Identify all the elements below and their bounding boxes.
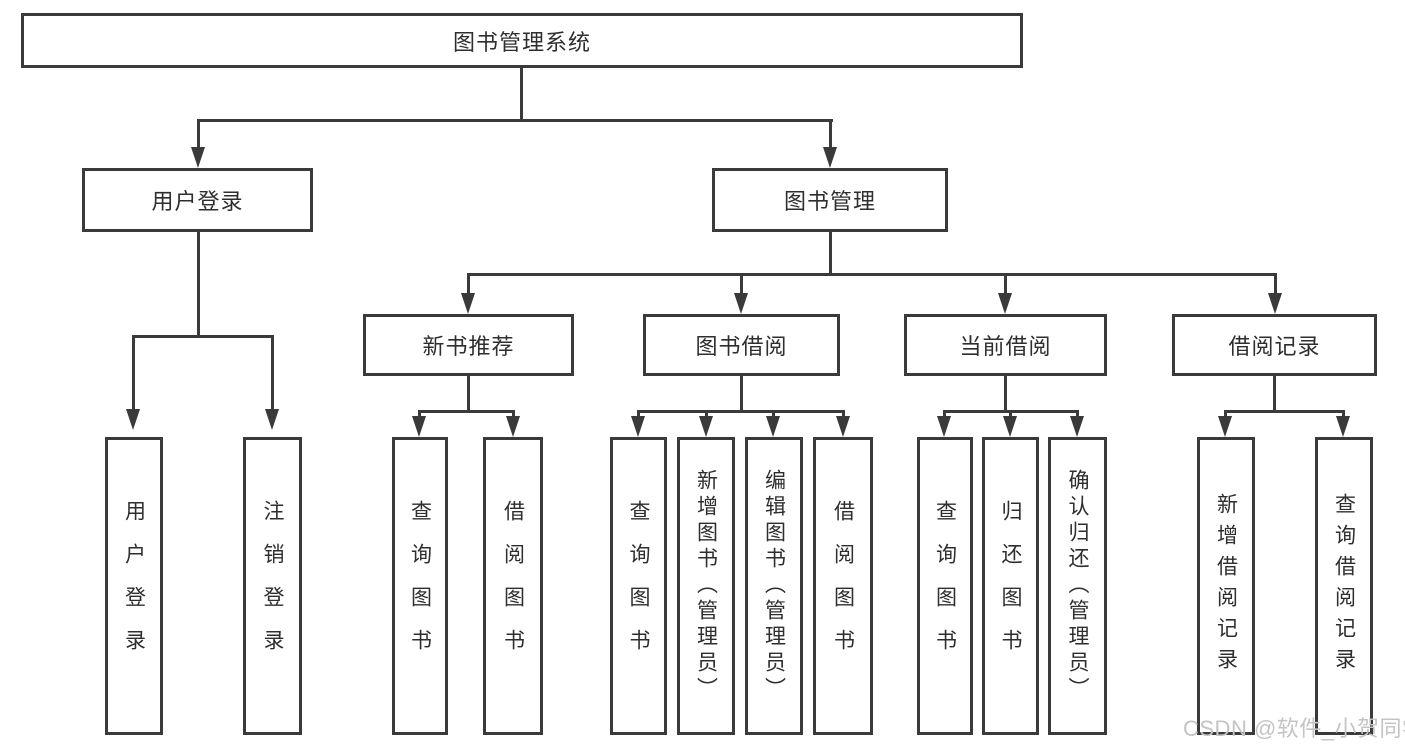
connector-book-mgmt-stem <box>829 230 832 273</box>
node-label: 查询借阅记录 <box>1332 493 1356 679</box>
arrow-to-leaf-edit-book <box>766 410 780 437</box>
node-label: 用户登录 <box>122 500 146 672</box>
node-leaf-logout: 注销登录 <box>243 437 302 735</box>
node-label: 借阅图书 <box>501 500 525 672</box>
node-leaf-query-book-1: 查询图书 <box>392 437 448 735</box>
node-current-borrow: 当前借阅 <box>904 314 1107 376</box>
connector-borrow-records-split <box>1224 410 1344 413</box>
arrow-to-leaf-add-borrow-record <box>1218 410 1232 437</box>
arrow-to-leaf-query-book-3 <box>937 410 951 437</box>
node-leaf-add-borrow-record: 新增借阅记录 <box>1197 437 1255 735</box>
connector-user-login-stem <box>197 230 200 335</box>
node-label: 归还图书 <box>999 500 1022 672</box>
arrow-to-leaf-query-book-1 <box>412 410 426 437</box>
arrow-to-leaf-user-login <box>126 335 140 430</box>
connector-new-book-stem <box>467 374 470 410</box>
connector-current-borrow-stem <box>1004 374 1007 410</box>
node-leaf-return-book: 归还图书 <box>982 437 1039 735</box>
connector-root-split <box>197 119 833 122</box>
node-leaf-query-book-3: 查询图书 <box>917 437 973 735</box>
node-label: 新增借阅记录 <box>1214 493 1238 679</box>
node-label: 借阅图书 <box>831 500 855 672</box>
node-label: 编辑图书（管理员） <box>762 469 786 703</box>
connector-book-borrow-split <box>637 410 845 413</box>
watermark: CSDN @软件_小贺同学 <box>1183 716 1405 741</box>
node-leaf-add-book-admin: 新增图书（管理员） <box>677 437 735 735</box>
node-label: 查询图书 <box>408 500 432 672</box>
arrow-to-leaf-add-book <box>699 410 713 437</box>
node-leaf-user-login: 用户登录 <box>105 437 163 735</box>
node-leaf-borrow-book-1: 借阅图书 <box>483 437 543 735</box>
arrow-to-leaf-query-borrow-record <box>1336 410 1350 437</box>
connector-borrow-records-stem <box>1273 374 1276 410</box>
node-leaf-query-borrow-record: 查询借阅记录 <box>1315 437 1373 735</box>
arrow-to-leaf-query-book-2 <box>631 410 645 437</box>
node-label: 查询图书 <box>627 500 650 672</box>
node-label: 查询图书 <box>933 500 957 672</box>
node-borrow-records: 借阅记录 <box>1172 314 1377 376</box>
connector-new-book-split <box>418 410 515 413</box>
node-label: 新增图书（管理员） <box>694 469 718 703</box>
node-root: 图书管理系统 <box>21 13 1023 68</box>
arrow-to-borrow-records <box>1268 273 1282 314</box>
node-label: 确认归还（管理员） <box>1066 469 1089 703</box>
node-leaf-query-book-2: 查询图书 <box>610 437 667 735</box>
arrow-to-leaf-return-book <box>1003 410 1017 437</box>
arrow-to-book-borrow <box>734 273 748 314</box>
node-user-login: 用户登录 <box>82 168 313 232</box>
arrow-to-new-book-rec <box>461 273 475 314</box>
node-label: 注销登录 <box>261 500 284 672</box>
arrow-to-leaf-borrow-book-1 <box>506 410 520 437</box>
connector-book-borrow-stem <box>740 374 743 410</box>
connector-root-stem <box>520 66 523 119</box>
connector-user-login-split <box>133 335 274 338</box>
connector-book-mgmt-split <box>467 273 1277 276</box>
arrow-to-leaf-confirm-return <box>1070 410 1084 437</box>
node-leaf-confirm-return-admin: 确认归还（管理员） <box>1048 437 1107 735</box>
arrow-to-leaf-borrow-book-2 <box>836 410 850 437</box>
arrow-to-current-borrow <box>998 273 1012 314</box>
node-leaf-borrow-book-2: 借阅图书 <box>813 437 873 735</box>
node-leaf-edit-book-admin: 编辑图书（管理员） <box>745 437 803 735</box>
arrow-to-user-login <box>191 119 205 168</box>
arrow-to-leaf-logout <box>265 335 279 430</box>
arrow-to-book-mgmt <box>823 119 837 168</box>
node-book-mgmt: 图书管理 <box>712 168 948 232</box>
node-new-book-rec: 新书推荐 <box>363 314 574 376</box>
node-book-borrow: 图书借阅 <box>643 314 840 376</box>
